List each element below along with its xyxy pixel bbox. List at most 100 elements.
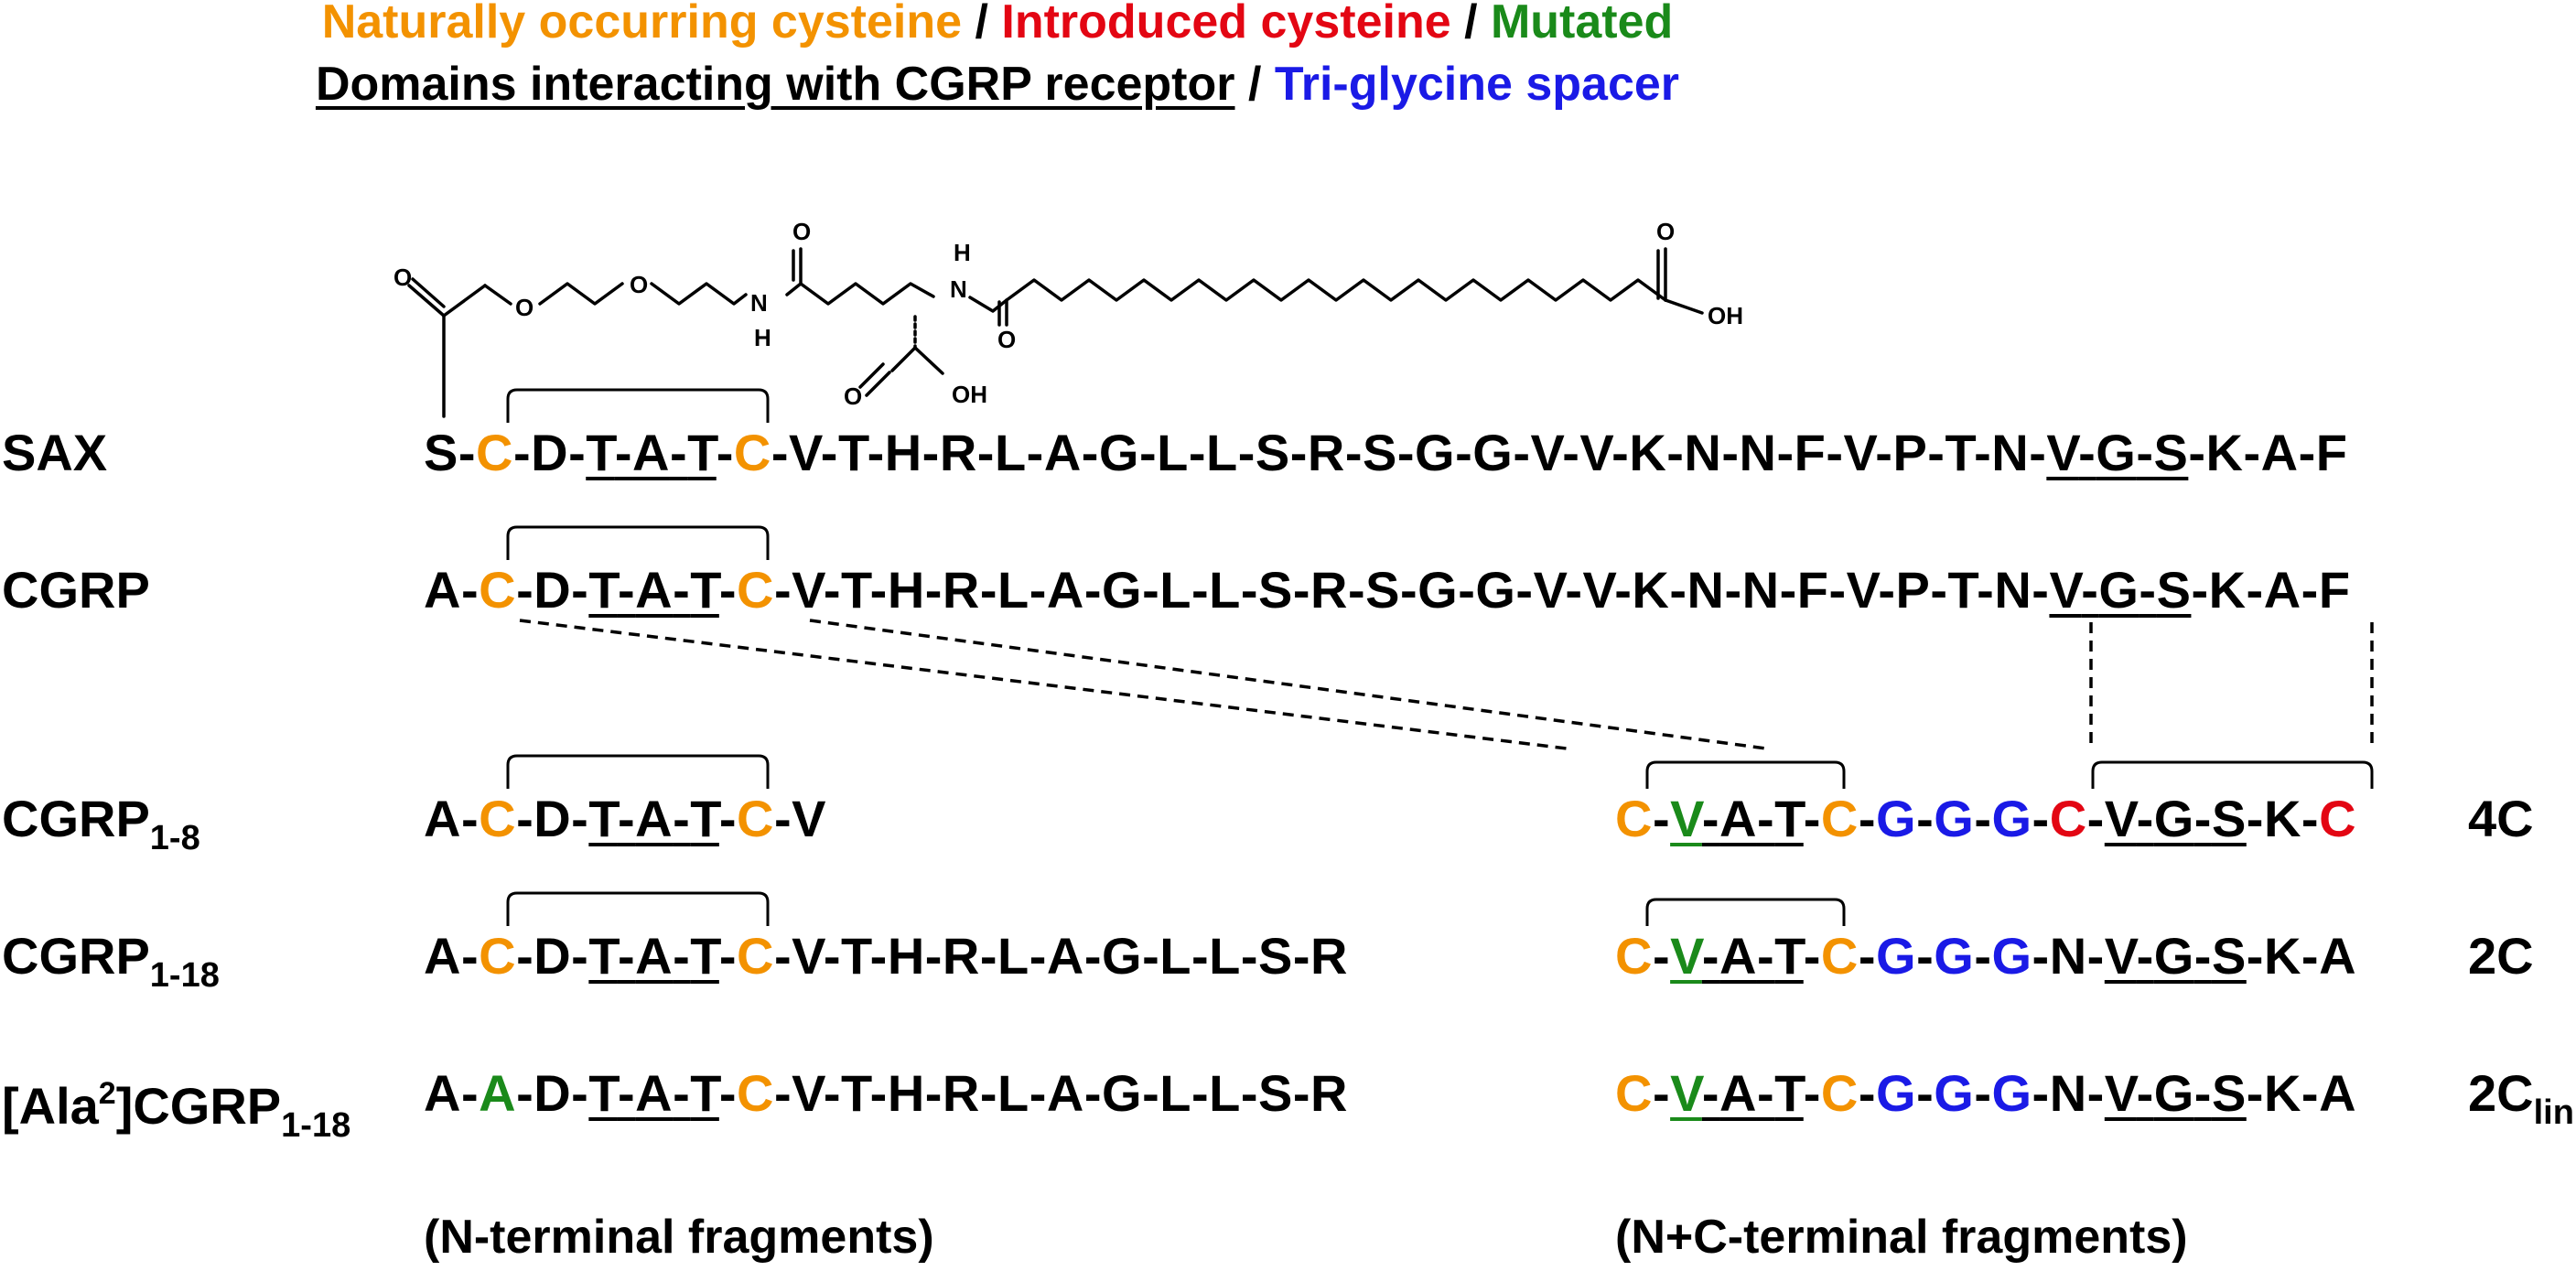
residue: S <box>1257 1064 1293 1122</box>
residue: S <box>1255 424 1290 481</box>
residue: V <box>1582 561 1615 619</box>
residue: V <box>792 790 826 847</box>
residue-link: - <box>2136 424 2154 481</box>
residue-link: - <box>1858 927 1877 985</box>
residue-link: - <box>1142 927 1160 985</box>
sequence-2c: C-V-A-T-C-G-G-G-N-V-G-S-K-A <box>1615 926 2356 986</box>
residue: L <box>1206 424 1238 481</box>
residue-link: - <box>571 790 589 847</box>
disulfide-bracket-4c-n <box>1645 760 1846 789</box>
residue-link: - <box>516 1064 534 1122</box>
residue-link: - <box>1974 424 1992 481</box>
residue: N <box>1991 424 2030 481</box>
residue-link: - <box>614 424 633 481</box>
residue-link: - <box>2032 790 2050 847</box>
residue: L <box>1209 927 1241 985</box>
residue-link: - <box>460 790 480 847</box>
residue: P <box>1892 424 1928 481</box>
caption-n-terminal: (N-terminal fragments) <box>424 1211 934 1264</box>
residue-link: - <box>1974 1064 1992 1122</box>
residue-link: - <box>922 424 940 481</box>
residue-link: - <box>1029 561 1047 619</box>
residue: L <box>997 561 1029 619</box>
residue: T <box>841 927 870 985</box>
residue: G <box>1475 561 1516 619</box>
residue: G <box>1991 1064 2032 1122</box>
legend-entry: / <box>1234 58 1275 111</box>
residue: S <box>1363 424 1397 481</box>
residue: V <box>792 927 824 985</box>
residue: C <box>2049 790 2087 847</box>
residue-link: - <box>773 790 792 847</box>
residue-link: - <box>1029 927 1047 985</box>
residue-link: - <box>1974 927 1992 985</box>
residue: T <box>837 424 868 481</box>
residue: D <box>534 927 572 985</box>
residue: G <box>2153 790 2194 847</box>
variant-tag-4c: 4C <box>2468 789 2534 849</box>
residue-link: - <box>2246 927 2264 985</box>
residue-link: - <box>1652 1064 1671 1122</box>
legend-entry: Introduced cysteine <box>1001 0 1451 48</box>
residue: T <box>1774 790 1804 847</box>
residue-link: - <box>1399 561 1418 619</box>
residue-link: - <box>617 561 636 619</box>
residue: A <box>1719 927 1757 985</box>
residue: V <box>1579 424 1612 481</box>
residue-link: - <box>617 927 636 985</box>
residue-link: - <box>718 561 737 619</box>
legend-line-1: Naturally occurring cysteine / Introduce… <box>0 0 1995 49</box>
residue: F <box>2315 424 2348 481</box>
residue: A <box>1719 790 1757 847</box>
residue-link: - <box>2193 790 2212 847</box>
residue: R <box>1310 1064 1348 1122</box>
residue-link: - <box>773 927 792 985</box>
residue: S <box>2153 424 2189 481</box>
residue-link: - <box>2301 1064 2320 1122</box>
residue: G <box>1991 790 2032 847</box>
residue-link: - <box>2086 927 2105 985</box>
residue-link: - <box>976 424 995 481</box>
residue: K <box>2263 790 2301 847</box>
residue-link: - <box>2243 424 2261 481</box>
row-label-subscript: 1-18 <box>281 1106 351 1145</box>
residue-link: - <box>516 927 534 985</box>
residue-link: - <box>2193 927 2212 985</box>
residue-link: - <box>979 927 998 985</box>
residue: A <box>2319 1064 2357 1122</box>
residue: L <box>994 424 1027 481</box>
residue-link: - <box>1974 790 1992 847</box>
variant-tag-2c: 2C <box>2468 926 2534 986</box>
residue-link: - <box>2081 561 2099 619</box>
residue-link: - <box>1701 927 1720 985</box>
residue-link: - <box>1858 1064 1877 1122</box>
residue: T <box>841 1064 870 1122</box>
residue-link: - <box>1828 561 1847 619</box>
residue-link: - <box>1916 927 1935 985</box>
residue: G <box>2153 1064 2194 1122</box>
residue: S <box>1257 927 1293 985</box>
atom-n-amide-1: N <box>750 289 768 317</box>
residue: A <box>424 561 461 619</box>
residue: N <box>1739 424 1777 481</box>
residue-link: - <box>869 927 888 985</box>
residue: L <box>1209 561 1241 619</box>
row-label-text: CGRP <box>2 561 150 619</box>
residue: T <box>1945 424 1975 481</box>
residue-link: - <box>773 1064 792 1122</box>
row-label-text: CGRP <box>2 927 150 985</box>
residue: T <box>1774 1064 1804 1122</box>
residue: A <box>1719 1064 1757 1122</box>
residue: G <box>1934 927 1975 985</box>
residue: L <box>1209 1064 1241 1122</box>
residue-link: - <box>1455 424 1473 481</box>
residue-link: - <box>1826 424 1844 481</box>
sequence-ala2-cgrp-1-18: A-A-D-T-A-T-C-V-T-H-R-L-A-G-L-L-S-R <box>424 1063 1348 1124</box>
residue: T <box>690 561 719 619</box>
residue-link: - <box>716 424 734 481</box>
residue: N <box>1684 424 1722 481</box>
atom-o-amide-2: O <box>997 326 1016 353</box>
residue: K <box>2263 1064 2301 1122</box>
row-label-text: [Ala <box>2 1077 99 1135</box>
